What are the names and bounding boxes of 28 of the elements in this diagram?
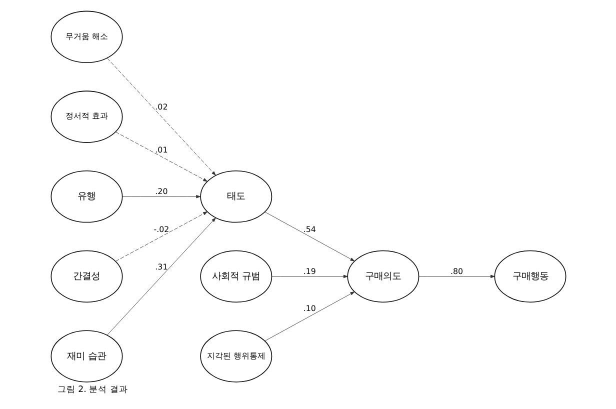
node-ellipse: 사회적 규범: [200, 250, 272, 303]
arrow: [122, 194, 200, 198]
node-ellipse: 간결성: [50, 250, 122, 303]
node-ellipse: 구매의도: [346, 250, 419, 303]
edge-label: .19: [302, 267, 316, 276]
arrow: [114, 212, 208, 262]
node-ellipse: 재미 습관: [50, 330, 122, 382]
node-ellipse: 무거움 해소: [50, 10, 122, 63]
node-ellipse: 정서적 효과: [50, 90, 122, 143]
node-ellipse: 구매행동: [494, 250, 566, 303]
edge-label: -.02: [153, 225, 169, 234]
arrow: [106, 58, 216, 176]
caption: 그림 2. 분석 결과: [56, 385, 128, 396]
edge-label: .54: [302, 225, 316, 234]
edge-label: .01: [154, 145, 168, 154]
node-ellipse: 지각된 행위통제: [200, 330, 272, 382]
edge-label: .02: [154, 102, 168, 112]
edge-label: .20: [154, 187, 168, 196]
node-ellipse: 유행: [50, 170, 122, 223]
edge-label: .31: [154, 262, 168, 272]
arrow: [106, 218, 216, 336]
edge-label: .80: [450, 267, 463, 276]
arrow: [264, 212, 354, 262]
arrow: [418, 274, 494, 278]
arrow: [264, 292, 354, 342]
arrow: [114, 132, 208, 182]
arrow: [271, 274, 348, 278]
edge-label: .10: [302, 304, 316, 314]
